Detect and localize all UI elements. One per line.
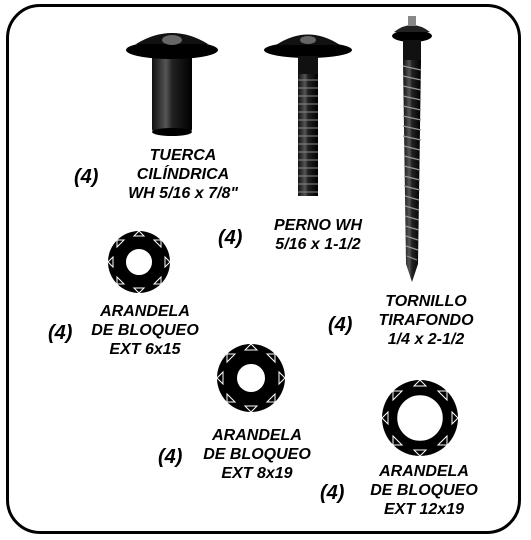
barrel-nut-quantity: (4) <box>74 166 99 188</box>
lock-washer-6x15-label: ARANDELA DE BLOQUEO EXT 6x15 <box>90 302 200 359</box>
barrel-nut-label-line-1: TUERCA <box>149 147 217 164</box>
lock-washer-8x19-icon <box>216 343 286 413</box>
lag-screw-label: TORNILLO TIRAFONDO 1/4 x 2-1/2 <box>370 292 482 349</box>
lag-screw-label-line-1: TORNILLO <box>385 293 467 310</box>
bolt-label: PERNO WH 5/16 x 1-1/2 <box>268 216 368 254</box>
lock-washer-12x19-label-line-1: ARANDELA <box>379 463 469 480</box>
lock-washer-6x15-quantity: (4) <box>48 322 73 344</box>
lock-washer-8x19-quantity: (4) <box>158 446 183 468</box>
lock-washer-6x15-label-line-1: ARANDELA <box>100 303 190 320</box>
lock-washer-12x19-label-line-2: DE BLOQUEO <box>370 482 478 499</box>
lock-washer-12x19-label-line-3: EXT 12x19 <box>383 501 465 518</box>
bolt-icon <box>264 34 352 196</box>
lock-washer-8x19-label-line-3: EXT 8x19 <box>221 465 293 482</box>
lock-washer-8x19-label: ARANDELA DE BLOQUEO EXT 8x19 <box>202 426 312 483</box>
bolt-label-line-2: 5/16 x 1-1/2 <box>275 236 361 253</box>
lock-washer-6x15-label-line-3: EXT 6x15 <box>109 341 181 358</box>
lag-screw-label-line-2: TIRAFONDO <box>378 312 474 329</box>
hardware-panel-border <box>6 4 521 534</box>
lock-washer-6x15-icon <box>107 230 171 294</box>
barrel-nut-label-line-2: CILÍNDRICA <box>136 166 230 183</box>
barrel-nut-icon <box>126 33 218 136</box>
lag-screw-icon <box>392 16 432 282</box>
barrel-nut-label: TUERCA CILÍNDRICA WH 5/16 x 7/8" <box>118 146 248 203</box>
lock-washer-12x19-label: ARANDELA DE BLOQUEO EXT 12x19 <box>366 462 482 519</box>
lock-washer-8x19-label-line-2: DE BLOQUEO <box>203 446 311 463</box>
lag-screw-quantity: (4) <box>328 314 353 336</box>
lock-washer-8x19-label-line-1: ARANDELA <box>212 427 302 444</box>
lock-washer-12x19-icon <box>381 379 459 457</box>
barrel-nut-label-line-3: WH 5/16 x 7/8" <box>128 185 238 202</box>
lock-washer-12x19-quantity: (4) <box>320 482 345 504</box>
lock-washer-6x15-label-line-2: DE BLOQUEO <box>91 322 199 339</box>
bolt-label-line-1: PERNO WH <box>274 217 362 234</box>
bolt-quantity: (4) <box>218 227 243 249</box>
lag-screw-label-line-3: 1/4 x 2-1/2 <box>387 331 465 348</box>
